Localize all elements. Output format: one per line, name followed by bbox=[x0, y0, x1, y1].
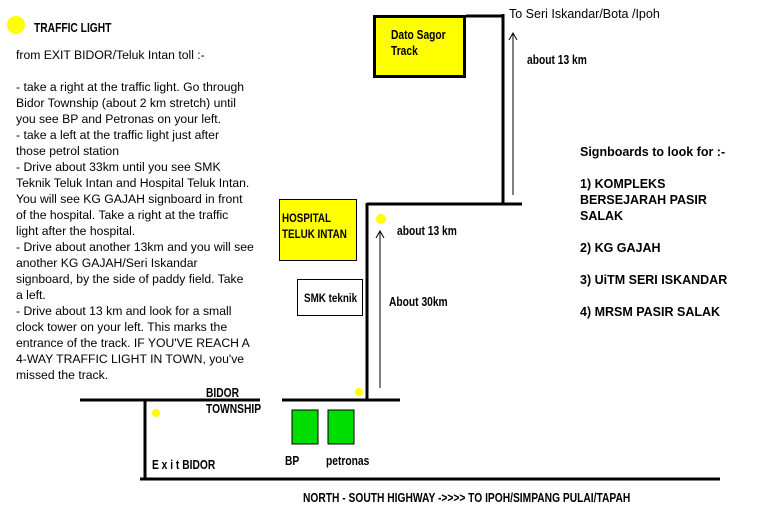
hospital-box: HOSPITAL TELUK INTAN bbox=[279, 199, 357, 261]
directions-line: 4-WAY TRAFFIC LIGHT IN TOWN, you've bbox=[16, 352, 245, 366]
signboards-panel: Signboards to look for :- 1) KOMPLEKS BE… bbox=[580, 144, 727, 320]
directions-line: - Drive about 13 km and look for a small bbox=[16, 304, 232, 318]
petronas-station bbox=[327, 409, 355, 445]
directions-line: light after the hospital. bbox=[16, 224, 136, 238]
signboard-item: 3) UiTM SERI ISKANDAR bbox=[580, 273, 728, 287]
signboard-item bbox=[580, 288, 727, 304]
directions-line bbox=[16, 63, 274, 79]
directions-line: you see BP and Petronas on your left. bbox=[16, 112, 222, 126]
bp-label: BP bbox=[285, 454, 300, 468]
directions-line: a left. bbox=[16, 288, 46, 302]
directions-line: signboard, by the side of paddy field. T… bbox=[16, 272, 244, 286]
bidor-label: BIDOR bbox=[206, 386, 240, 400]
signboard-item bbox=[580, 224, 727, 240]
signboard-item: 4) MRSM PASIR SALAK bbox=[580, 305, 721, 319]
smk-teknik-label: SMK teknik bbox=[304, 291, 358, 305]
smk-teknik-box: SMK teknik bbox=[297, 279, 363, 316]
traffic-light-icon bbox=[152, 409, 160, 417]
dato-sagor-track-box: Dato Sagor Track bbox=[373, 15, 466, 78]
directions-line: entrance of the track. IF YOU'VE REACH A bbox=[16, 336, 250, 350]
directions-line: from EXIT BIDOR/Teluk Intan toll :- bbox=[16, 48, 205, 62]
directions-line: clock tower on your left. This marks the bbox=[16, 320, 228, 334]
signboard-item: SALAK bbox=[580, 209, 624, 223]
distance-label: About 30km bbox=[389, 295, 448, 309]
directions-line: another KG GAJAH/Seri Iskandar bbox=[16, 256, 198, 270]
directions-text: from EXIT BIDOR/Teluk Intan toll :- - ta… bbox=[16, 47, 274, 383]
township-label: TOWNSHIP bbox=[206, 402, 262, 416]
directions-line: - Drive about another 13km and you will … bbox=[16, 240, 254, 254]
signboard-item bbox=[580, 256, 727, 272]
signboard-item: 2) KG GAJAH bbox=[580, 241, 661, 255]
to-seri-iskandar-label: To Seri Iskandar/Bota /Ipoh bbox=[509, 7, 660, 21]
distance-label: about 13 km bbox=[527, 53, 587, 67]
traffic-light-legend-icon bbox=[7, 16, 25, 34]
directions-line: of the hospital. Take a right at the tra… bbox=[16, 208, 229, 222]
directions-line: missed the track. bbox=[16, 368, 109, 382]
signboard-item: 1) KOMPLEKS bbox=[580, 177, 666, 191]
traffic-light-icon bbox=[376, 214, 386, 224]
track-label: Track bbox=[391, 44, 418, 58]
hospital-label: HOSPITAL bbox=[282, 211, 332, 225]
bp-station bbox=[291, 409, 319, 445]
directions-line: You will see KG GAJAH signboard in front bbox=[16, 192, 243, 206]
highway-label: NORTH - SOUTH HIGHWAY ->>>> TO IPOH/SIMP… bbox=[303, 491, 631, 505]
signboard-item: BERSEJARAH PASIR bbox=[580, 193, 707, 207]
directions-line: - Drive about 33km until you see SMK bbox=[16, 160, 221, 174]
teluk-intan-label: TELUK INTAN bbox=[282, 227, 347, 241]
exit-bidor-label: E x i t BIDOR bbox=[152, 458, 216, 472]
traffic-light-legend-label: TRAFFIC LIGHT bbox=[34, 21, 112, 35]
directions-line: - take a left at the traffic light just … bbox=[16, 128, 219, 142]
petronas-label: petronas bbox=[326, 454, 370, 468]
traffic-light-icon bbox=[355, 388, 363, 396]
dato-sagor-label: Dato Sagor bbox=[391, 28, 446, 42]
directions-line: - take a right at the traffic light. Go … bbox=[16, 80, 245, 94]
signboards-title: Signboards to look for :- bbox=[580, 145, 726, 159]
directions-line: Bidor Township (about 2 km stretch) unti… bbox=[16, 96, 236, 110]
distance-label: about 13 km bbox=[397, 224, 457, 238]
directions-line: Teknik Teluk Intan and Hospital Teluk In… bbox=[16, 176, 250, 190]
directions-line: those petrol station bbox=[16, 144, 119, 158]
